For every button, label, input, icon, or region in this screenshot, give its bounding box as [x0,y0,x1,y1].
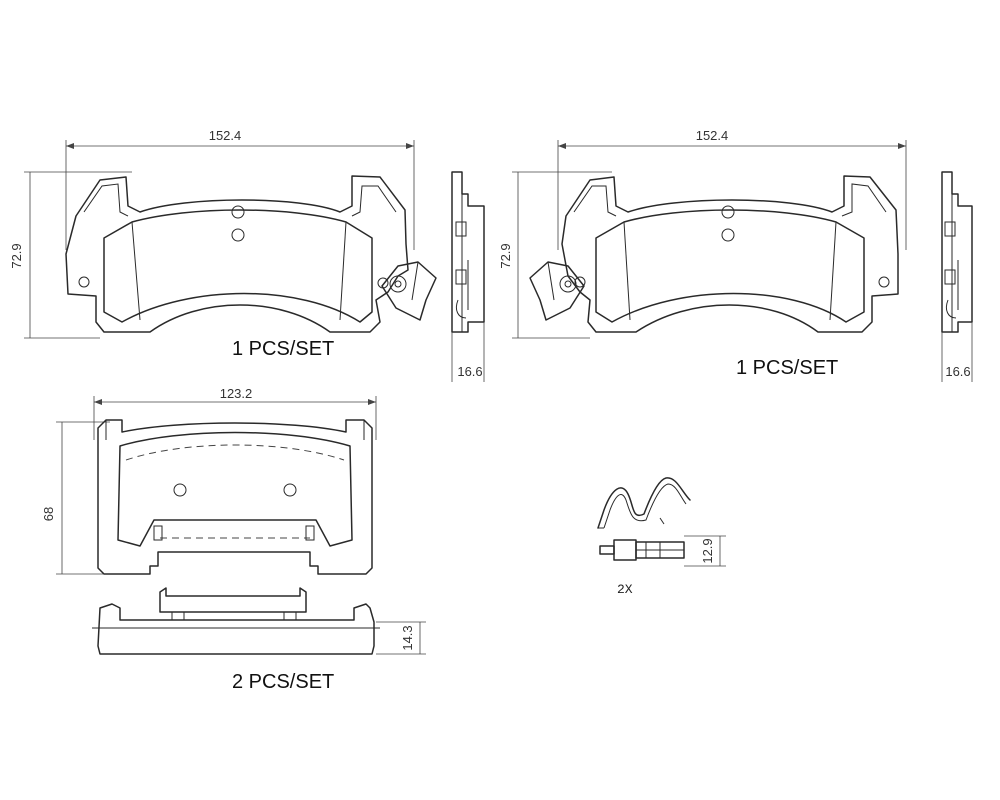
spring-clip [597,477,691,529]
pad-bottom-front-view [56,396,377,575]
pad-top-left-front-view [24,140,437,339]
dim-width-top-left: 152.4 [209,128,242,143]
dim-height-top-left: 72.9 [9,243,24,268]
pad-top-right-front-view [512,140,907,339]
wear-sensor-pin [599,535,726,567]
qty-label-top-right: 1 PCS/SET [736,357,838,379]
qty-label-bottom: 2 PCS/SET [232,671,334,693]
qty-label-top-left: 1 PCS/SET [232,338,334,360]
dim-thickness-bottom: 14.3 [400,625,415,650]
dim-thickness-top-right: 16.6 [945,364,970,379]
pad-top-right-side-view [941,171,973,382]
dim-height-top-right: 72.9 [498,243,513,268]
dim-width-bottom: 123.2 [220,386,253,401]
dim-width-top-right: 152.4 [696,128,729,143]
dim-height-bottom: 68 [41,507,56,521]
pad-top-left-side-view [451,171,485,382]
dim-height-clip: 12.9 [700,538,715,563]
qty-label-clip: 2X [617,582,633,597]
pad-bottom-side-view [92,587,426,655]
dim-thickness-top-left: 16.6 [457,364,482,379]
